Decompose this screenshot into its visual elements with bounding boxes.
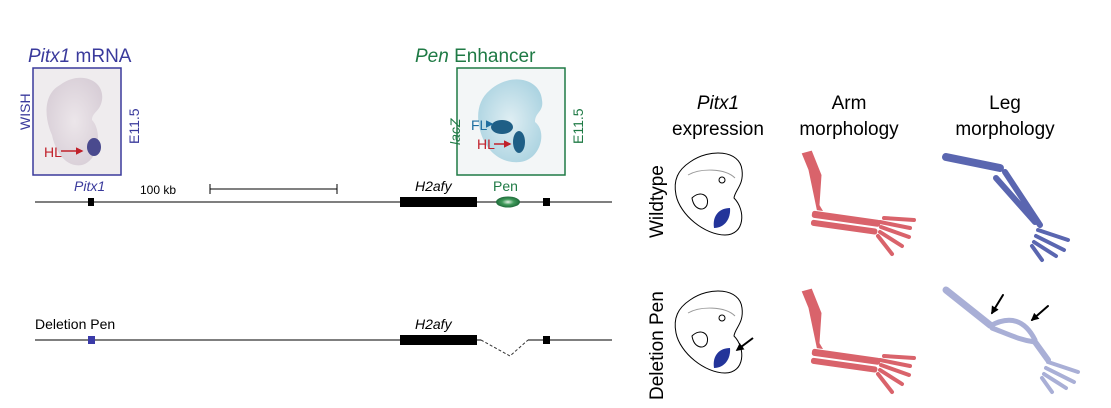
wish-label: WISH [17,93,33,130]
hindlimb-stain [87,138,101,156]
wildtype-locus: Pitx1 100 kb H2afy Pen [35,178,612,208]
enhancer-title: Pen Enhancer [415,46,536,67]
embryo-schematic-wildtype [674,152,743,236]
pitx1-gene-label: Pitx1 [74,178,105,194]
row-label-wildtype: Wildtype [647,165,668,238]
pen-enhancer [496,196,520,208]
col-header-pitx1: Pitx1 [697,93,739,114]
arm-skeleton-deletion [800,287,916,394]
neighbor-gene [543,336,550,344]
row-label-deletion: Deletion Pen [647,291,668,400]
arrow-icon [991,294,1004,315]
leg-skeleton-wildtype [942,153,1070,262]
embryo-schematic-deletion [674,290,754,374]
col-header-arm: Arm [832,93,867,114]
arm-skeleton-wildtype [800,149,916,256]
stage-label: E11.5 [126,108,142,144]
col-header-leg: Leg [989,93,1021,114]
scale-bar [209,184,338,194]
col-header-leg-sub: morphology [955,119,1055,140]
hindlimb-stain [513,131,525,153]
hl-label: HL [477,136,495,152]
deletion-title: Deletion Pen [35,316,115,332]
deletion-locus: Deletion Pen H2afy [35,316,612,357]
lacz-embryo-image [478,79,543,163]
h2afy-gene-label: H2afy [415,178,453,194]
hl-label: HL [44,144,62,160]
h2afy-gene [400,197,477,207]
wish-panel: Pitx1 mRNA WISH E11.5 HL [17,46,142,176]
pitx1-gene [88,198,94,206]
stage-label: E11.5 [570,108,586,144]
h2afy-gene [400,335,477,345]
pen-label: Pen [493,178,518,194]
neighbor-gene [543,198,550,206]
wish-title: Pitx1 mRNA [28,46,132,67]
enhancer-panel: Pen Enhancer lacZ E11.5 FL HL [415,46,586,176]
lacz-label: lacZ [447,118,463,145]
arrow-icon [735,337,754,351]
scale-bar-label: 100 kb [140,183,176,197]
fl-label: FL [471,117,488,133]
forelimb-stain [491,120,513,134]
leg-skeleton-deletion [942,286,1080,394]
deletion-gap [480,339,529,357]
pitx1-gene [88,336,95,344]
arrow-icon [1030,305,1049,322]
col-header-arm-sub: morphology [799,119,899,140]
col-header-pitx1-sub: expression [672,119,764,140]
column-headers: Pitx1 expression Arm morphology Leg morp… [672,93,1055,140]
h2afy-gene-label: H2afy [415,316,453,332]
